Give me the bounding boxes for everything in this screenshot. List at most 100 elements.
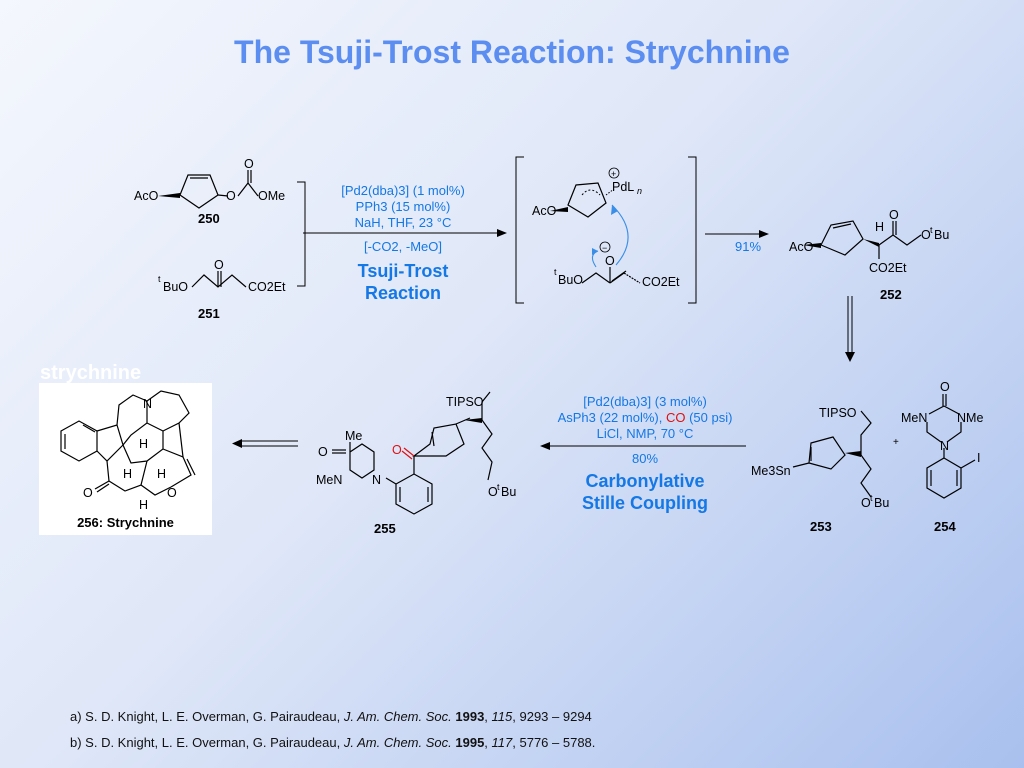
reference-journal: J. Am. Chem. Soc. [343,735,452,750]
step3-catalyst: [Pd2(dba)3] (3 mol%) [583,394,707,409]
tbu-sup: t [497,482,500,492]
minus-charge: − [602,243,607,253]
h-label: H [139,498,148,512]
compound-252-label: 252 [880,287,902,302]
h-label: H [157,467,166,481]
o-label: O [861,496,871,510]
strychnine-card: N H H H H O O 256: Strychnine [39,383,212,535]
co-highlight: CO [665,410,686,425]
reference-authors: a) S. D. Knight, L. E. Overman, G. Paira… [70,709,344,724]
h-label: H [875,220,884,234]
step3-ligand: AsPh3 (22 mol%), [557,410,666,425]
tbu-sup: t [158,274,161,284]
co2et-label: CO2Et [869,261,907,275]
reference-authors: b) S. D. Knight, L. E. Overman, G. Paira… [70,735,344,750]
step1-catalyst: [Pd2(dba)3] (1 mol%) [341,183,465,198]
compound-252-structure: AcO H O O t Bu CO2Et [789,208,949,275]
reference-year: 1995 [455,735,485,750]
step3-additives: LiCl, NMP, 70 °C [596,426,694,441]
plus-sign: + [893,437,899,448]
tbu-label: Bu [934,228,949,242]
step1-byproducts: [-CO2, -MeO] [363,239,442,254]
ketone-o: O [392,443,402,457]
men-label: MeN [316,473,342,487]
co-pressure: (50 psi) [685,410,733,425]
enolate-o: O [605,254,615,268]
compound-251-structure: t BuO O CO2Et [158,258,286,294]
step3-yield: 80% [631,451,659,466]
o-label: O [488,485,498,499]
n-label: N [372,473,381,487]
tbu-label: Bu [501,485,516,499]
strychnine-structure: N H H H H O O [60,390,196,512]
reference-volume: 115 [491,709,513,724]
nme-label: NMe [957,411,983,425]
tbu-label: Bu [874,496,889,510]
compound-256-label: 256: Strychnine [77,515,174,530]
h-label: H [123,467,132,481]
reference-volume: 117 [491,735,513,750]
me-label: Me [345,429,362,443]
h-label: H [139,437,148,451]
step3-arrow [540,442,746,450]
tbuo-label: BuO [558,273,583,287]
compound-250-label: 250 [198,211,220,226]
aco-label: AcO [532,204,557,218]
o-label: O [167,486,177,500]
reference-a: a) S. D. Knight, L. E. Overman, G. Paira… [70,709,592,724]
tbu-sup: t [930,225,933,235]
reference-pages: , 9293 – 9294 [512,709,592,724]
compound-250-structure: AcO O O OMe [134,157,285,209]
o-label: O [83,486,93,500]
pi-allyl-intermediate: AcO + PdL n O − t BuO CO2Et [515,156,697,304]
ghost-strychnine-text: strychnine [40,362,142,384]
compound-254-label: 254 [934,519,956,534]
step2-arrow [705,230,769,238]
tbu-sup: t [870,493,873,503]
tipso-label: TIPSO [819,406,857,420]
reference-journal: J. Am. Chem. Soc. [343,709,452,724]
o-label: O [318,445,328,459]
co2et-label: CO2Et [642,275,680,289]
reactant-bracket [297,181,306,287]
step3-conditions: [Pd2(dba)3] (3 mol%) AsPh3 (22 mol%), CO… [540,394,750,442]
tbu-sup: t [554,267,557,277]
step3-ligand-co: AsPh3 (22 mol%), CO (50 psi) [540,410,750,426]
tsuji-trost-name: Tsuji-Trost Reaction [300,260,506,304]
o-label: O [889,208,899,222]
reference-year: 1993 [455,709,485,724]
tipso-label: TIPSO [446,395,484,409]
compound-255-structure: Me O MeN N O TIPSO O t Bu [316,391,516,515]
reference-pages: , 5776 – 5788. [512,735,596,750]
o-label: O [940,380,950,394]
compound-251-label: 251 [198,306,220,321]
final-arrow [232,439,298,448]
step1-arrow [303,229,507,237]
pdln-label: PdL [612,180,634,194]
rxn-name-line2: Stille Coupling [582,493,708,513]
n-label: N [940,439,949,453]
iodine-label: I [977,451,980,465]
aco-label: AcO [134,189,159,203]
rxn-name-line1: Tsuji-Trost [357,261,449,281]
compound-254-structure: O MeN NMe N I [901,380,983,499]
page-title: The Tsuji-Trost Reaction: Strychnine [234,34,790,70]
o-label: O [244,157,254,171]
o-label: O [921,228,931,242]
men-label: MeN [901,411,927,425]
co2et-label: CO2Et [248,280,286,294]
n-label: N [143,397,152,411]
plus-charge: + [611,169,616,179]
o-label: O [214,258,224,272]
step1-conditions: [Pd2(dba)3] (1 mol%) PPh3 (15 mol%) NaH,… [300,183,506,231]
compound-255-label: 255 [374,521,396,536]
reference-b: b) S. D. Knight, L. E. Overman, G. Paira… [70,735,596,750]
step1-ligand: PPh3 (15 mol%) [355,199,451,214]
rxn-name-line2: Reaction [364,283,442,303]
step1-base: NaH, THF, 23 °C [354,215,452,230]
aco-label: AcO [789,240,814,254]
compound-253-label: 253 [810,519,832,534]
compound-253-structure: TIPSO Me3Sn O t Bu [751,406,889,510]
o-label: O [226,189,236,203]
n-subscript: n [637,186,642,196]
